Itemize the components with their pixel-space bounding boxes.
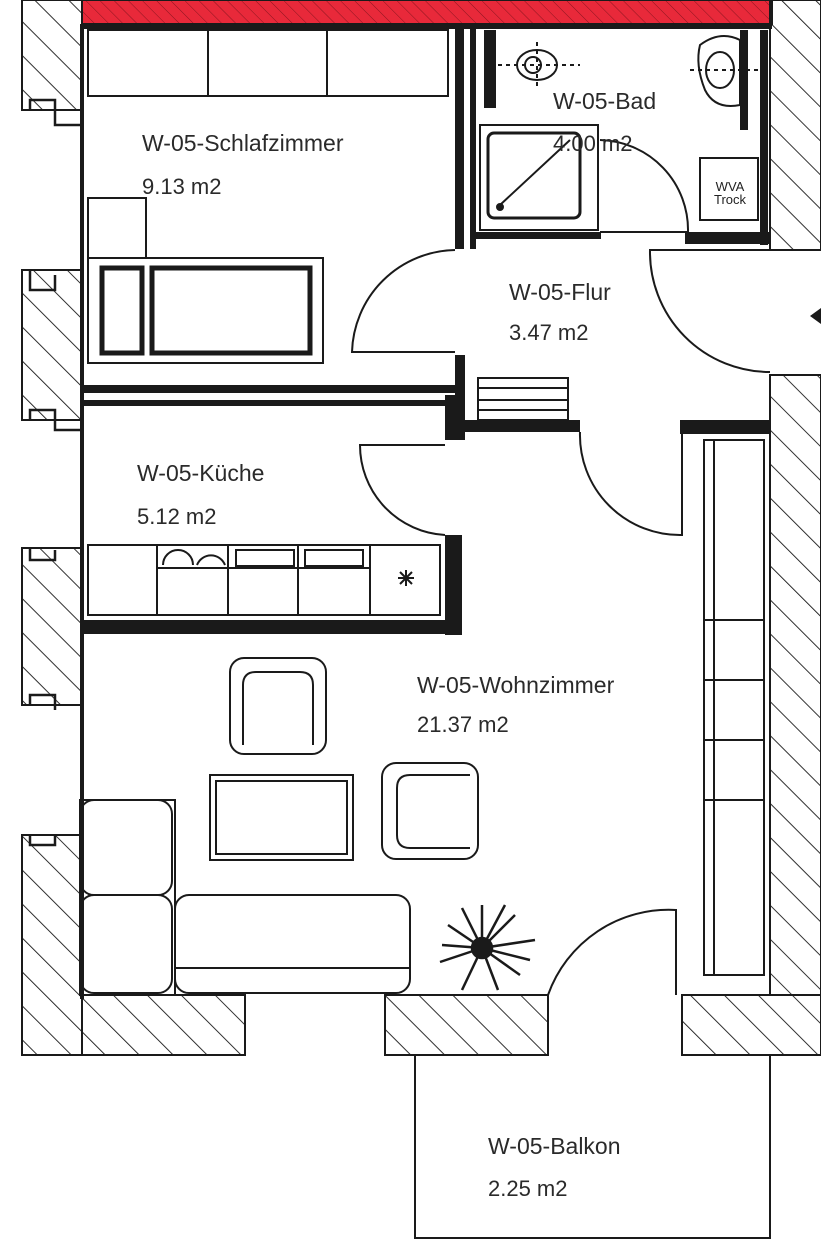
living-furniture bbox=[79, 657, 479, 996]
room-area-bad: 4.00 m2 bbox=[553, 131, 633, 156]
wva-label: WVA Trock bbox=[702, 180, 758, 206]
interior-walls bbox=[80, 24, 772, 999]
door-wohnzimmer bbox=[578, 431, 683, 537]
bathroom-fixtures bbox=[479, 35, 760, 231]
top-wall-highlight bbox=[81, 0, 773, 25]
room-label-kueche: W-05-Küche bbox=[137, 460, 265, 486]
room-label-schlafzimmer: W-05-Schlafzimmer bbox=[142, 130, 344, 156]
plant-icon bbox=[439, 904, 536, 991]
wall-cabinet bbox=[703, 439, 765, 976]
door-kueche bbox=[358, 444, 446, 536]
room-label-wohnzimmer: W-05-Wohnzimmer bbox=[417, 672, 615, 698]
asterisk-icon bbox=[398, 570, 414, 586]
outer-walls bbox=[21, 0, 821, 1056]
room-area-schlafzimmer: 9.13 m2 bbox=[142, 174, 222, 199]
room-area-flur: 3.47 m2 bbox=[509, 320, 589, 345]
bed bbox=[87, 197, 324, 364]
window-jambs bbox=[28, 98, 82, 847]
entrance-arrow-icon bbox=[810, 308, 821, 324]
room-label-bad: W-05-Bad bbox=[553, 88, 657, 114]
wva-label-line2: Trock bbox=[713, 192, 747, 207]
wva-label-line1: WVA bbox=[715, 179, 745, 194]
room-area-wohnzimmer: 21.37 m2 bbox=[417, 712, 509, 737]
room-area-kueche: 5.12 m2 bbox=[137, 504, 217, 529]
door-balkon bbox=[547, 908, 677, 996]
room-label-flur: W-05-Flur bbox=[509, 279, 611, 305]
door-schlafzimmer bbox=[350, 249, 456, 353]
room-area-balkon: 2.25 m2 bbox=[488, 1176, 568, 1201]
door-entrance bbox=[648, 249, 771, 373]
wardrobe bbox=[87, 29, 449, 97]
closet bbox=[477, 377, 569, 421]
doors bbox=[350, 139, 771, 996]
door-bad bbox=[599, 139, 690, 233]
kitchen-counter bbox=[87, 544, 441, 616]
room-label-balkon: W-05-Balkon bbox=[488, 1133, 621, 1159]
balcony-outline bbox=[414, 1055, 771, 1239]
